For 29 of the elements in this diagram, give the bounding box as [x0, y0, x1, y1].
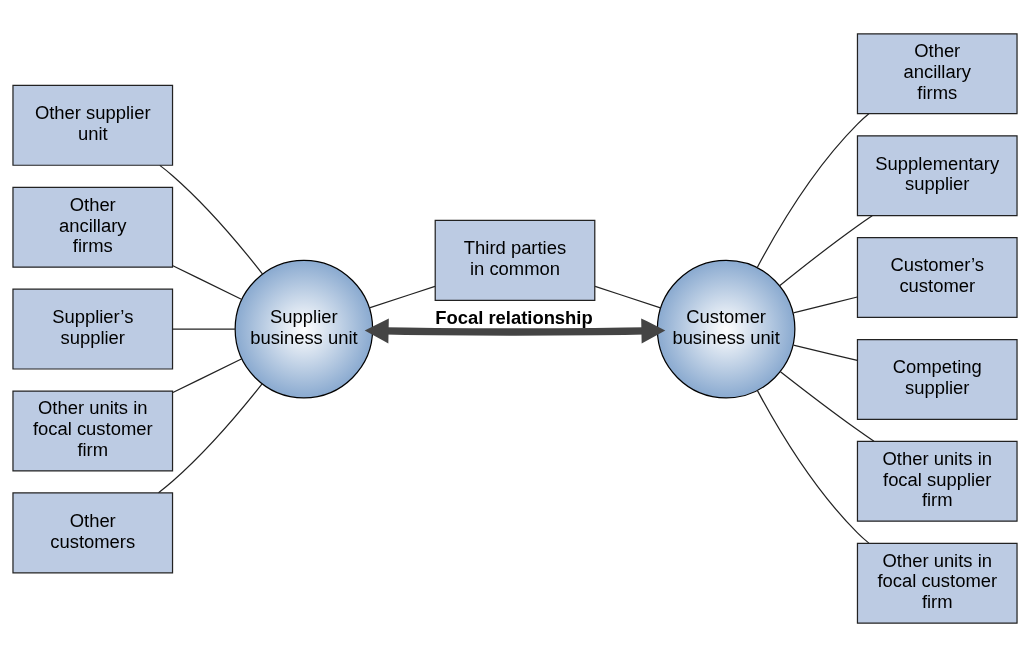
connector [756, 389, 870, 544]
connector [157, 382, 263, 493]
connector [756, 112, 870, 268]
node-box: Competing supplier [856, 338, 1018, 420]
node-circle: Customer business unit [656, 259, 796, 398]
connector [172, 357, 243, 393]
node-box: Other ancillary firms [12, 186, 174, 268]
connector [159, 164, 264, 275]
connector [368, 285, 436, 309]
node-box: Third parties in common [434, 219, 596, 301]
node-box: Other units in focal customer firm [856, 542, 1018, 624]
node-box: Supplementary supplier [856, 134, 1018, 216]
node-circle: Supplier business unit [234, 259, 374, 398]
node-box: Supplier’s supplier [12, 288, 174, 370]
node-box: Other units in focal customer firm [12, 390, 174, 471]
connector [792, 295, 858, 313]
connector [172, 328, 236, 330]
node-box: Other supplier unit [12, 84, 174, 166]
edge-label: Focal relationship [435, 306, 593, 328]
connector [172, 264, 243, 300]
connector [594, 285, 662, 308]
connector [779, 370, 875, 442]
node-box: Customer’s customer [856, 236, 1018, 318]
arrow [364, 317, 666, 343]
connector [779, 214, 873, 286]
node-box: Other units in focal supplier firm [856, 440, 1018, 522]
node-box: Other ancillary firms [856, 32, 1018, 114]
connector [792, 343, 858, 361]
node-box: Other customers [12, 491, 174, 573]
